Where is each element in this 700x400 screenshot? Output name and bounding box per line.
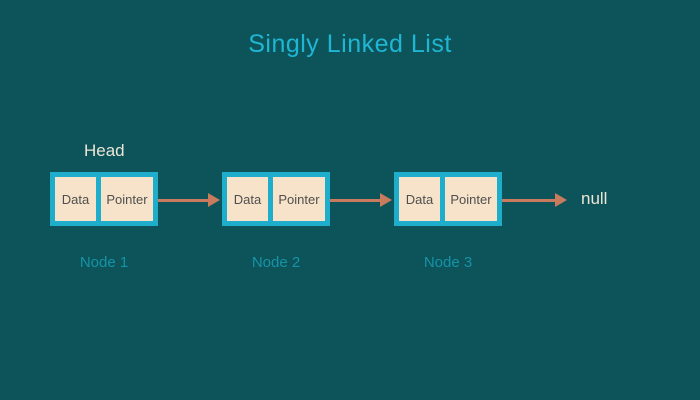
pointer-arrow-null-icon bbox=[502, 193, 567, 207]
node-3-label: Node 3 bbox=[423, 254, 473, 271]
node-2-pointer-cell: Pointer bbox=[273, 177, 325, 221]
node-3: Data Pointer bbox=[394, 172, 502, 226]
node-1: Data Pointer bbox=[50, 172, 158, 226]
pointer-arrow-1-icon bbox=[158, 193, 220, 207]
node-3-pointer-cell: Pointer bbox=[445, 177, 497, 221]
diagram-title: Singly Linked List bbox=[248, 30, 452, 58]
node-2-label: Node 2 bbox=[251, 254, 301, 271]
pointer-arrow-2-icon bbox=[330, 193, 392, 207]
node-1-label: Node 1 bbox=[79, 254, 129, 271]
node-1-pointer-cell: Pointer bbox=[101, 177, 153, 221]
null-label: null bbox=[581, 189, 608, 208]
head-label: Head bbox=[84, 141, 125, 160]
node-1-data-cell: Data bbox=[55, 177, 96, 221]
node-2-data-cell: Data bbox=[227, 177, 268, 221]
node-3-data-cell: Data bbox=[399, 177, 440, 221]
node-2: Data Pointer bbox=[222, 172, 330, 226]
